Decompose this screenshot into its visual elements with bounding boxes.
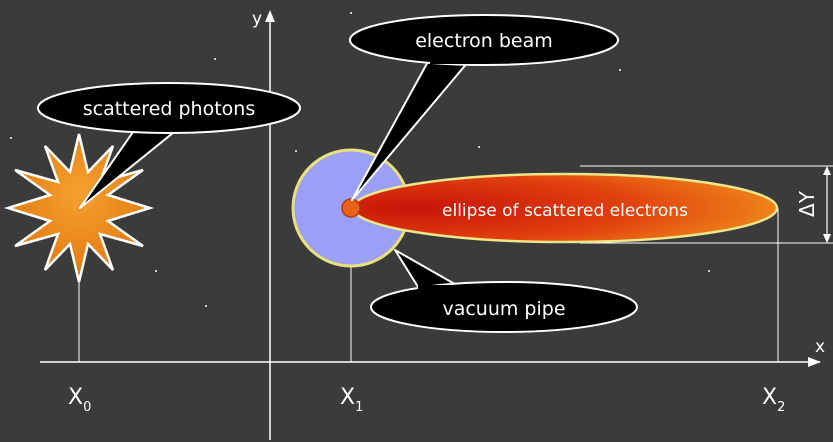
- x-axis-arrow: [808, 357, 821, 367]
- ellipse-label: ellipse of scattered electrons: [442, 201, 688, 221]
- callout-scattered-photons-text: scattered photons: [83, 98, 256, 120]
- y-axis-label: y: [252, 9, 262, 29]
- callout-scattered-photons-bubble: [37, 82, 301, 134]
- callout-vacuum-pipe: vacuum pipe: [370, 249, 638, 333]
- x2-label: X2: [762, 385, 785, 415]
- delta-y-arrow-down: [823, 234, 831, 243]
- callout-vacuum-pipe-text: vacuum pipe: [442, 298, 565, 320]
- callout-scattered-photons: scattered photons: [37, 82, 301, 209]
- x0-label: X0: [68, 385, 91, 415]
- x1-label: X1: [340, 385, 363, 415]
- callout-electron-beam-text: electron beam: [415, 30, 553, 52]
- callout-electron-beam-bubble: [349, 14, 619, 66]
- delta-y-arrow-up: [823, 166, 831, 175]
- x-axis-label: x: [815, 337, 825, 357]
- y-axis-arrow: [265, 10, 275, 22]
- callout-electron-beam: electron beam: [349, 14, 619, 201]
- electron-beam-dot: [341, 198, 361, 218]
- delta-y-label: ΔY: [795, 190, 819, 217]
